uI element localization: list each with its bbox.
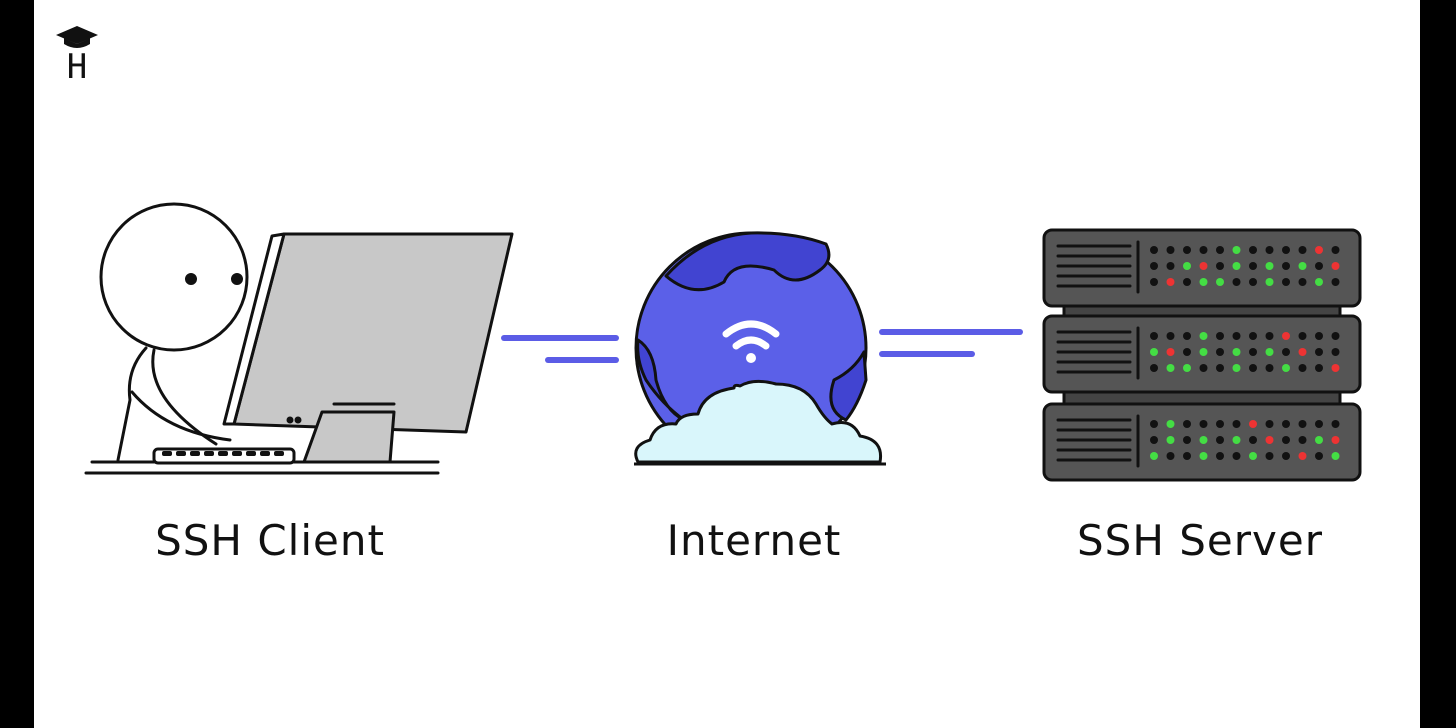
server-unit [1042,314,1362,394]
connection-lines-right [879,329,1023,357]
server-rack-icon [1042,228,1362,482]
ssh-diagram [84,202,1362,482]
connection-lines-left [501,335,619,363]
person-at-computer-icon [84,202,514,475]
server-unit [1042,402,1362,482]
internet-label: Internet [666,516,842,565]
logo-letter: H [67,47,87,82]
graduation-cap-h-icon: H [56,26,98,82]
server-unit [1042,228,1362,308]
globe-wifi-cloud-icon [634,231,886,466]
diagram-canvas: H [34,0,1420,728]
ssh-client-label: SSH Client [155,516,385,565]
ssh-server-label: SSH Server [1077,516,1323,565]
